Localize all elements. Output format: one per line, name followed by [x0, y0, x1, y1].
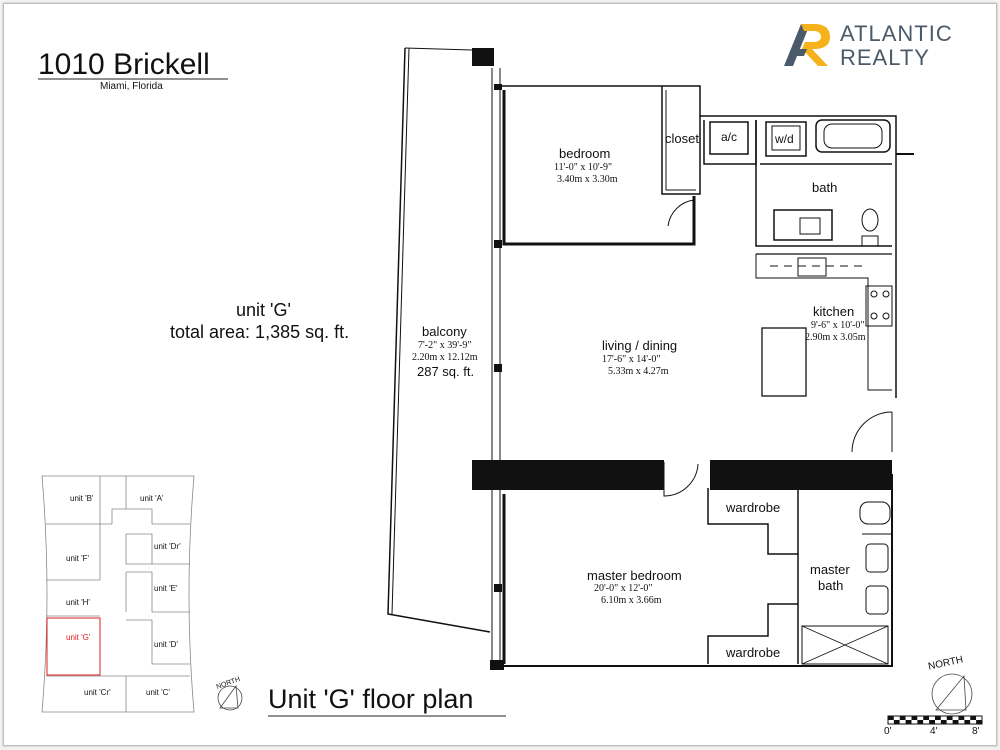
room-dim-m-living: 5.33m x 4.27m	[608, 366, 669, 377]
key-plan-unit-cr: unit 'Cr'	[84, 688, 111, 697]
brand-logo	[782, 22, 830, 68]
room-name-wardrobe-bottom: wardrobe	[726, 645, 781, 660]
key-plan-unit-e: unit 'E'	[154, 584, 178, 593]
key-plan-unit-a: unit 'A'	[140, 494, 164, 503]
room-name-wd: w/d	[775, 132, 794, 146]
room-dim-m-master-bedroom: 6.10m x 3.66m	[601, 595, 662, 606]
key-plan-unit-c: unit 'C'	[146, 688, 170, 697]
brand-line-2: REALTY	[840, 45, 930, 70]
room-dim-m-bedroom: 3.40m x 3.30m	[557, 174, 618, 185]
room-name-bedroom: bedroom	[559, 146, 611, 161]
brand-line-1: ATLANTIC	[840, 21, 953, 46]
building-name: 1010 Brickell	[38, 48, 210, 81]
room-name-bath: bath	[812, 180, 838, 195]
room-name-kitchen: kitchen	[813, 304, 855, 319]
total-area: total area: 1,385 sq. ft.	[170, 322, 350, 342]
key-plan-unit-b: unit 'B'	[70, 494, 94, 503]
room-area-balcony: 287 sq. ft.	[417, 364, 475, 379]
room-name-master-bath-2: bath	[818, 578, 844, 593]
key-plan-unit-h: unit 'H'	[66, 598, 90, 607]
key-plan-unit-d: unit 'D'	[154, 640, 178, 649]
room-dim-m-kitchen: 2.90m x 3.05m	[805, 332, 866, 343]
room-dim-ft-balcony: 7'-2" x 39'-9"	[418, 340, 472, 351]
room-name-balcony: balcony	[422, 324, 467, 339]
room-dim-ft-master-bedroom: 20'-0" x 12'-0"	[594, 583, 653, 594]
scale-label-8: 8'	[972, 726, 980, 737]
room-dim-ft-living: 17'-6" x 14'-0"	[602, 354, 661, 365]
key-plan-unit-dr: unit 'Dr'	[154, 542, 181, 551]
room-name-master-bedroom: master bedroom	[587, 568, 682, 583]
room-name-master-bath-1: master	[810, 562, 850, 577]
floor-plan-page: 1010 Brickell Miami, Florida ATLANTIC RE…	[3, 3, 997, 746]
key-plan-unit-f: unit 'F'	[66, 554, 90, 563]
building-location: Miami, Florida	[100, 81, 163, 92]
room-dim-ft-kitchen: 9'-6" x 10'-0"	[811, 320, 865, 331]
room-name-living: living / dining	[602, 338, 678, 353]
scale-label-0: 0'	[884, 726, 892, 737]
room-name-ac: a/c	[721, 130, 738, 144]
plan-title: Unit 'G' floor plan	[268, 684, 474, 714]
room-dim-m-balcony: 2.20m x 12.12m	[412, 352, 478, 363]
unit-label: unit 'G'	[236, 300, 291, 320]
room-name-wardrobe-top: wardrobe	[726, 500, 781, 515]
room-dim-ft-bedroom: 11'-0" x 10'-9"	[554, 162, 613, 173]
ar-monogram-icon	[782, 22, 830, 68]
room-name-closet: closet	[665, 131, 699, 146]
key-plan-unit-g: unit 'G'	[66, 633, 91, 642]
header-rule	[38, 78, 228, 80]
scale-label-4: 4'	[930, 726, 938, 737]
